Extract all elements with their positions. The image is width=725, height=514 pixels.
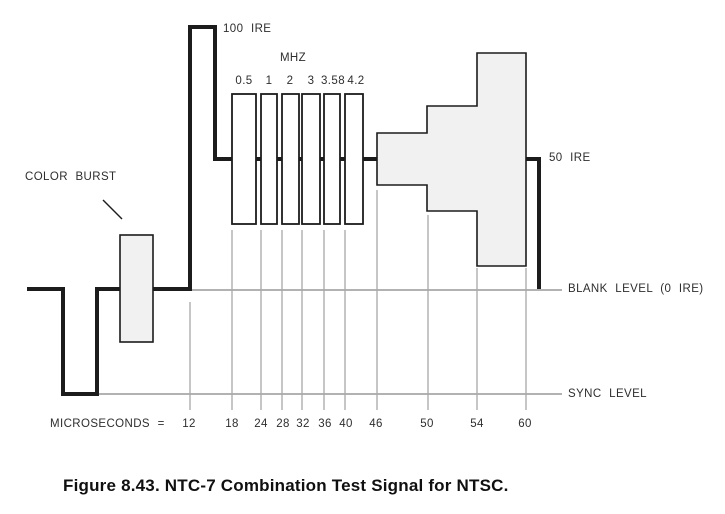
multiburst-bar-1mhz xyxy=(260,93,278,225)
multiburst-bar-4.2mhz xyxy=(344,93,364,225)
tick-18us: 18 xyxy=(225,418,239,430)
label-blank-level: BLANK LEVEL (0 IRE) xyxy=(568,283,704,295)
tick-12us: 12 xyxy=(182,418,196,430)
multiburst-bar-3.58mhz xyxy=(323,93,341,225)
multiburst-bar-3mhz xyxy=(301,93,321,225)
tick-36us: 36 xyxy=(318,418,332,430)
tick-46us: 46 xyxy=(369,418,383,430)
label-mhz: MHZ xyxy=(279,52,307,64)
freq-label-3.58: 3.58 xyxy=(321,75,345,87)
multiburst-bar-2mhz xyxy=(281,93,300,225)
tick-28us: 28 xyxy=(276,418,290,430)
tick-60us: 60 xyxy=(518,418,532,430)
time-axis-label: MICROSECONDS = xyxy=(50,418,165,430)
freq-label-2: 2 xyxy=(286,75,294,87)
label-100-ire: 100 IRE xyxy=(223,23,272,35)
freq-label-0.5: 0.5 xyxy=(235,75,253,87)
label-sync-level: SYNC LEVEL xyxy=(568,388,647,400)
label-color-burst: COLOR BURST xyxy=(25,171,117,183)
tick-50us: 50 xyxy=(420,418,434,430)
freq-label-3: 3 xyxy=(307,75,315,87)
tick-32us: 32 xyxy=(296,418,310,430)
tick-54us: 54 xyxy=(470,418,484,430)
tick-24us: 24 xyxy=(254,418,268,430)
tick-40us: 40 xyxy=(339,418,353,430)
label-50-ire: 50 IRE xyxy=(549,152,591,164)
modulated-pedestal-shape xyxy=(376,52,527,267)
color-burst-block xyxy=(119,234,154,343)
multiburst-bar-0.5mhz xyxy=(231,93,257,225)
color-burst-pointer-line xyxy=(102,199,123,220)
freq-label-1: 1 xyxy=(265,75,273,87)
freq-label-4.2: 4.2 xyxy=(347,75,365,87)
figure-caption: Figure 8.43. NTC-7 Combination Test Sign… xyxy=(63,476,509,495)
